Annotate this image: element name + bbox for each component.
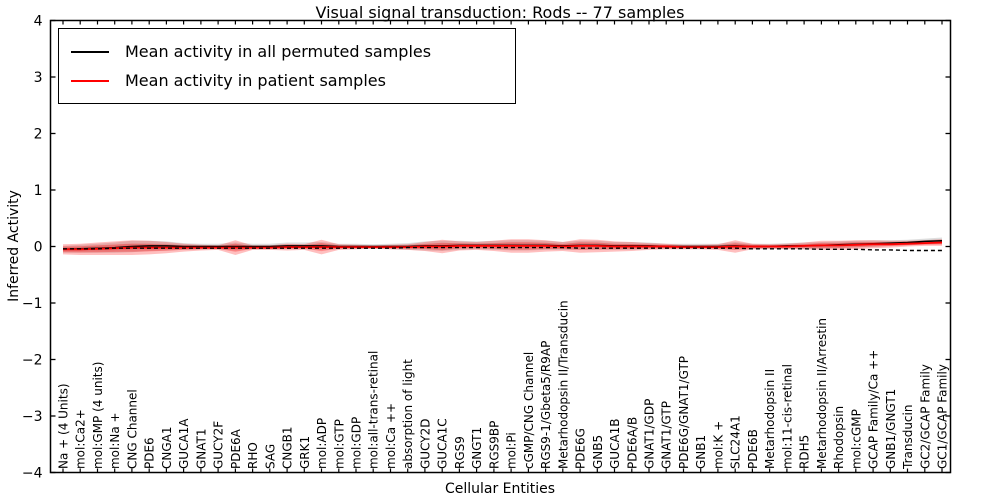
x-tick-label: RGS9-1/Gbeta5/R9AP [539, 341, 553, 469]
legend-label-permuted: Mean activity in all permuted samples [125, 42, 432, 61]
x-tick-label: GUCY2F [212, 421, 226, 469]
x-tick-label: mol:Pi [505, 432, 519, 469]
x-tick-label: mol:GTP [332, 419, 346, 469]
x-tick-label: RGS9 [453, 436, 467, 469]
x-tick-label: GUCA1C [436, 418, 450, 469]
x-tick-label: GNGT1 [470, 427, 484, 469]
x-tick-label: Metarhodopsin II/Transducin [556, 300, 570, 469]
x-tick-label: RDH5 [798, 435, 812, 469]
x-tick-label: mol:11-cis-retinal [780, 364, 794, 469]
x-tick-label: CNGB1 [281, 426, 295, 469]
x-tick-label: mol:Ca ++ [384, 403, 398, 469]
x-tick-label: GC1/GCAP Family [936, 364, 950, 469]
legend-entry-patient: Mean activity in patient samples [71, 66, 505, 95]
x-tick-label: PDE6G/GNAT1/GTP [677, 356, 691, 469]
legend-entry-permuted: Mean activity in all permuted samples [71, 37, 505, 66]
x-tick-label: Metarhodopsin II/Arrestin [815, 318, 829, 469]
y-tick-label: 0 [34, 240, 43, 256]
chart-title: Visual signal transduction: Rods -- 77 s… [315, 3, 685, 22]
x-tick-label: Metarhodopsin II [763, 369, 777, 469]
y-tick-label: −2 [22, 353, 43, 369]
x-tick-label: mol:Ca2+ [74, 409, 88, 469]
x-tick-label: GNB1/GNGT1 [884, 389, 898, 469]
x-tick-label: CNGA1 [160, 427, 174, 470]
x-tick-label: Rhodopsin [832, 406, 846, 469]
x-tick-label: mol:cGMP [849, 409, 863, 469]
x-tick-label: GUCA1B [608, 418, 622, 469]
x-tick-label: GC2/GCAP Family [918, 364, 932, 469]
x-tick-label: GUCY2D [418, 419, 432, 469]
x-tick-label: absorption of light [401, 359, 415, 469]
x-tick-label: mol:GMP (4 units) [91, 362, 105, 469]
x-tick-label: GUCA1A [177, 418, 191, 469]
x-tick-label: PDE6A/B [625, 417, 639, 469]
y-tick-label: 3 [34, 70, 43, 86]
x-tick-label: RHO [246, 442, 260, 469]
band [63, 239, 942, 255]
x-tick-label: SLC24A1 [729, 415, 743, 469]
x-tick-label: PDE6A [229, 428, 243, 469]
x-tick-label: SAG [263, 444, 277, 469]
patient-mean-line [63, 241, 943, 251]
x-tick-label: GNB1 [694, 435, 708, 469]
y-tick-label: 1 [34, 183, 43, 199]
x-tick-label: mol:GDP [350, 417, 364, 469]
x-tick-label: mol:K + [711, 421, 725, 469]
x-tick-label: GNB5 [591, 435, 605, 469]
x-tick-label: GNAT1/GDP [643, 399, 657, 469]
y-tick-label: −4 [22, 466, 43, 482]
x-tick-label: CNG Channel [125, 389, 139, 469]
x-tick-label: Na + (4 Units) [57, 383, 71, 469]
x-tick-label: cGMP/CNG Channel [522, 352, 536, 469]
y-tick-label: 4 [34, 14, 43, 30]
x-tick-label: PDE6 [143, 437, 157, 469]
x-tick-label: GRK1 [298, 436, 312, 469]
x-tick-label: mol:all-trans-retinal [367, 351, 381, 469]
legend-line-black [71, 50, 109, 53]
x-tick-label: RGS9BP [487, 421, 501, 469]
x-tick-label: mol:Na + [108, 412, 122, 469]
x-tick-label: GCAP Family/Ca ++ [867, 350, 881, 469]
x-tick-label: GNAT1/GTP [660, 401, 674, 469]
x-axis-label: Cellular Entities [444, 481, 556, 497]
x-tick-label: Transducin [901, 405, 915, 470]
y-tick-label: 2 [34, 127, 43, 143]
y-tick-label: −1 [22, 296, 43, 312]
x-tick-label: PDE6G [574, 428, 588, 469]
x-tick-label: GNAT1 [194, 428, 208, 469]
legend-box: Mean activity in all permuted samples Me… [58, 28, 516, 104]
x-tick-label: PDE6B [746, 429, 760, 469]
y-tick-label: −3 [22, 409, 43, 425]
x-tick-label: mol:ADP [315, 418, 329, 469]
legend-line-red [71, 79, 109, 82]
y-axis-label: Inferred Activity [6, 190, 22, 302]
legend-label-patient: Mean activity in patient samples [125, 71, 386, 90]
